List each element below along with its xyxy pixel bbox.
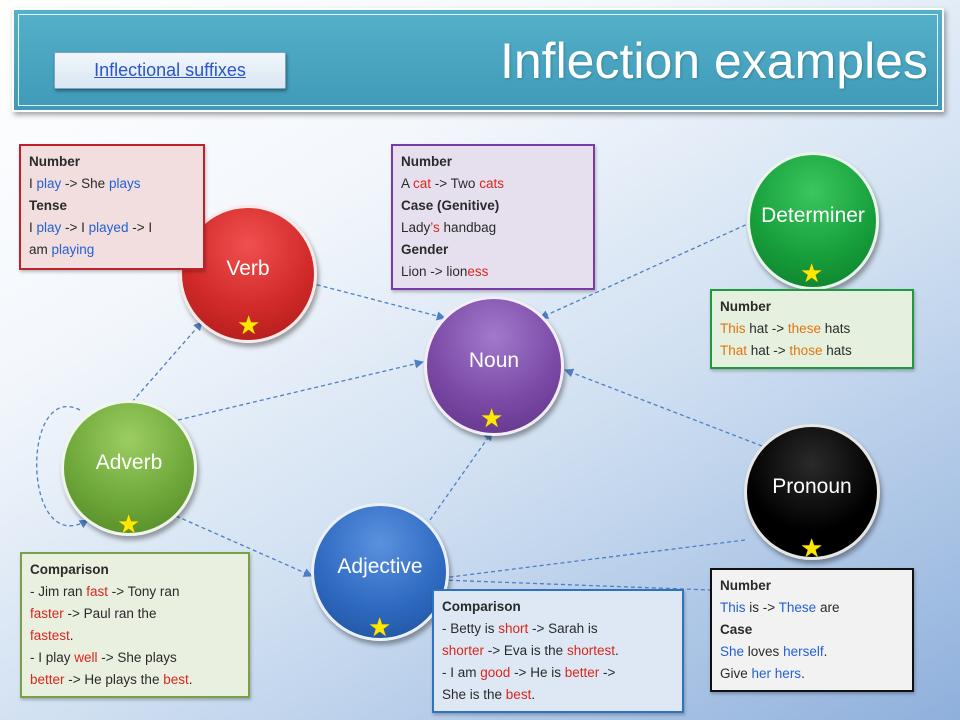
adverb-to-noun-arrow	[177, 359, 424, 421]
adjective-example-line1: - Betty is short -> Sarah is	[442, 621, 598, 636]
adverb-example-line2: faster -> Paul ran the	[30, 606, 157, 621]
adjective-example-line2: shorter -> Eva is the shortest.	[442, 643, 619, 658]
title-banner-inner-border	[18, 14, 938, 106]
verb-tense-example-line1: I play -> I played -> I	[29, 220, 153, 235]
adverb-to-verb-arrow	[131, 321, 203, 403]
noun-info-box: Number A cat -> Two cats Case (Genitive)…	[391, 144, 595, 290]
verb-tense-heading: Tense	[29, 198, 68, 213]
adjective-info-box: Comparison - Betty is short -> Sarah is …	[432, 589, 684, 713]
slide-title: Inflection examples	[499, 33, 928, 89]
title-banner: Inflectional suffixes Inflection example…	[12, 8, 944, 112]
pronoun-case-example-line1: She loves herself.	[720, 644, 828, 659]
adjective-star-icon: ★	[368, 612, 392, 642]
determiner-info-box: Number This hat -> these hats That hat -…	[710, 289, 914, 369]
noun-case-example: Lady’s handbag	[401, 220, 497, 235]
noun-gender-example: Lion -> lioness	[401, 264, 489, 279]
inflectional-suffixes-link[interactable]: Inflectional suffixes	[54, 52, 286, 89]
adverb-example-line3: fastest.	[30, 628, 74, 643]
adverb-example-line4: - I play well -> She plays	[30, 650, 177, 665]
noun-star-icon: ★	[480, 403, 504, 433]
noun-number-heading: Number	[401, 154, 453, 169]
adverb-comparison-heading: Comparison	[30, 562, 109, 577]
pronoun-info-box: Number This is -> These are Case She lov…	[710, 568, 914, 692]
adverb-example-line1: - Jim ran fast -> Tony ran	[30, 584, 180, 599]
adjective-example-line3: - I am good -> He is better ->	[442, 665, 616, 680]
adverb-to-adjective-arrow	[175, 515, 313, 577]
pronoun-number-heading: Number	[720, 578, 772, 593]
verb-info-box: Number I play -> She plays Tense I play …	[19, 144, 205, 270]
noun-node: Noun	[424, 296, 564, 436]
pronoun-to-noun-arrow	[564, 368, 763, 447]
determiner-node: Determiner	[747, 152, 879, 290]
adjective-example-line4: She is the best.	[442, 687, 536, 702]
adverb-label: Adverb	[95, 451, 163, 474]
determiner-star-icon: ★	[800, 258, 824, 288]
verb-to-noun-arrow	[309, 282, 446, 321]
verb-tense-example-line2: am playing	[29, 242, 95, 257]
verb-label: Verb	[226, 257, 270, 280]
adverb-self-loop-arrow	[36, 406, 89, 529]
pronoun-number-example: This is -> These are	[720, 600, 840, 615]
pronoun-case-heading: Case	[720, 622, 753, 637]
pronoun-case-example-line2: Give her hers.	[720, 666, 805, 681]
adjective-node: Adjective	[311, 503, 449, 641]
adverb-example-line5: better -> He plays the best.	[30, 672, 193, 687]
verb-star-icon: ★	[237, 310, 261, 340]
determiner-number-heading: Number	[720, 299, 772, 314]
adjective-to-noun-arrow	[429, 431, 493, 521]
pronoun-label: Pronoun	[772, 475, 852, 498]
noun-label: Noun	[468, 349, 520, 372]
noun-case-heading: Case (Genitive)	[401, 198, 500, 213]
adverb-star-icon: ★	[117, 509, 141, 539]
pronoun-to-adjective-line	[441, 539, 746, 579]
adjective-comparison-heading: Comparison	[442, 599, 521, 614]
pronoun-node: Pronoun	[744, 424, 880, 560]
adverb-node: Adverb	[61, 400, 197, 536]
adjective-box-connector	[441, 579, 711, 591]
noun-gender-heading: Gender	[401, 242, 449, 257]
adverb-info-box: Comparison - Jim ran fast -> Tony ran fa…	[20, 552, 250, 698]
verb-number-heading: Number	[29, 154, 81, 169]
verb-number-example: I play -> She plays	[29, 176, 141, 191]
determiner-example-line2: That hat -> those hats	[720, 343, 852, 358]
determiner-to-noun-arrow	[539, 221, 753, 319]
adjective-label: Adjective	[337, 555, 423, 578]
determiner-label: Determiner	[761, 204, 865, 227]
noun-number-example: A cat -> Two cats	[401, 176, 504, 191]
pronoun-star-icon: ★	[800, 533, 824, 563]
determiner-example-line1: This hat -> these hats	[720, 321, 851, 336]
